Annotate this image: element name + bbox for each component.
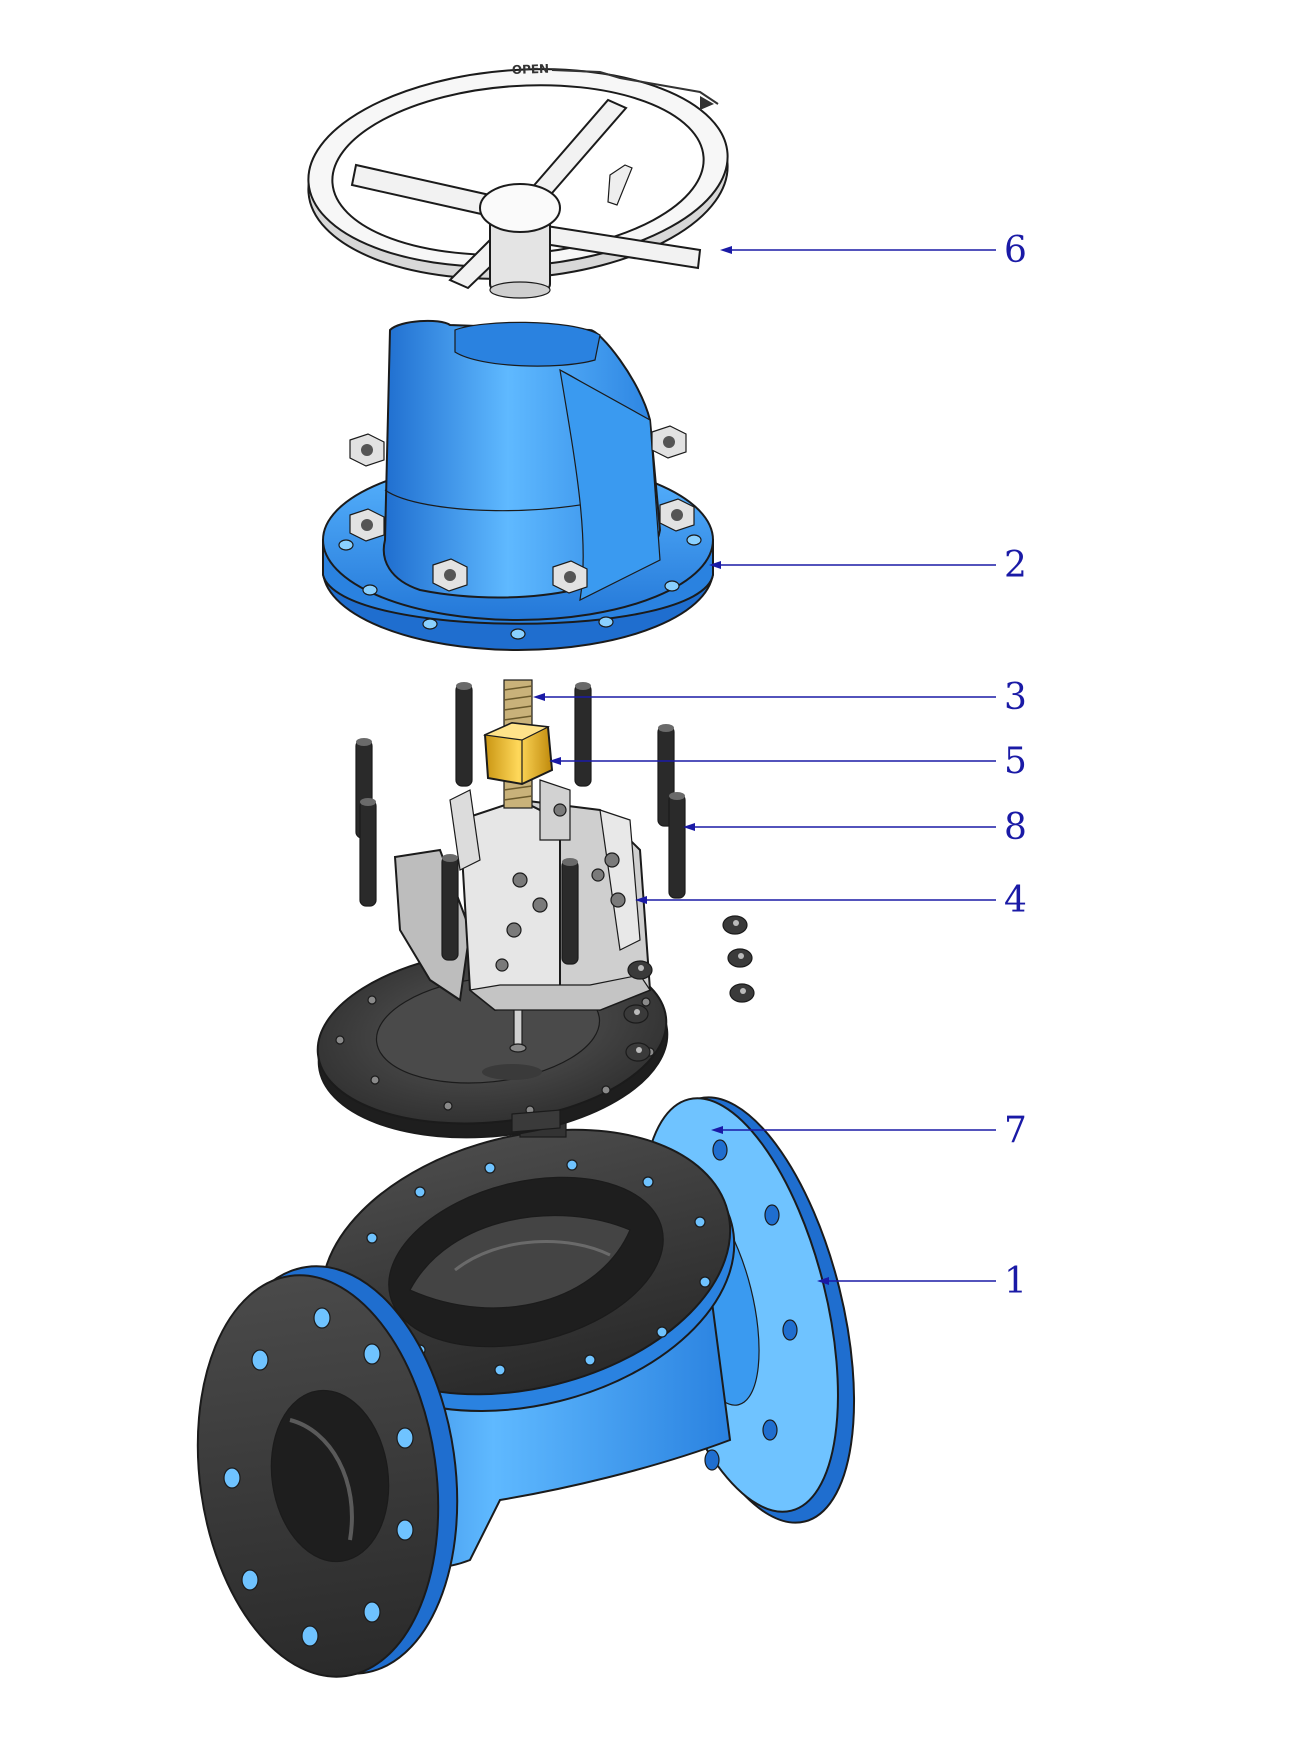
callouts: 6 2 3 5 8 4 7 <box>533 230 1027 1302</box>
screw <box>627 960 653 980</box>
handwheel-open-text: OPEN <box>512 62 550 77</box>
hex-nut <box>349 433 385 467</box>
callout-2: 2 <box>709 545 1027 586</box>
callout-number: 4 <box>1004 880 1027 921</box>
callout-8: 8 <box>683 807 1027 848</box>
hex-nut <box>552 560 588 594</box>
compressor <box>393 779 652 1012</box>
screw <box>727 948 753 968</box>
nut <box>482 721 554 786</box>
studs <box>355 682 686 965</box>
callout-number: 3 <box>1004 677 1027 718</box>
screw <box>722 915 748 935</box>
screw <box>623 1004 649 1024</box>
bonnet <box>322 319 714 651</box>
callout-6: 6 <box>720 230 1027 271</box>
callout-5: 5 <box>549 741 1027 782</box>
valve-body-left-flange <box>196 1265 459 1678</box>
hex-nut <box>659 498 695 532</box>
stud <box>441 854 459 961</box>
screws <box>623 915 755 1062</box>
callout-1: 1 <box>817 1261 1027 1302</box>
callout-number: 7 <box>1004 1110 1027 1151</box>
hex-nut <box>432 558 468 592</box>
callout-4: 4 <box>635 880 1027 921</box>
hex-nut <box>349 508 385 542</box>
callout-number: 6 <box>1004 230 1027 271</box>
callout-7: 7 <box>711 1110 1027 1151</box>
valve-body-top-flange <box>320 1116 736 1412</box>
callout-3: 3 <box>533 677 1027 718</box>
callout-number: 2 <box>1004 545 1027 586</box>
stud <box>455 682 473 787</box>
stud <box>668 792 686 899</box>
stud <box>359 798 377 907</box>
screw <box>625 1042 651 1062</box>
valve-body <box>196 1096 856 1678</box>
bonnet-nuts <box>349 425 695 594</box>
hex-nut <box>651 425 687 459</box>
callout-number: 8 <box>1004 807 1027 848</box>
screw <box>729 983 755 1003</box>
handwheel: OPEN <box>307 62 729 299</box>
stud <box>561 858 579 965</box>
callout-number: 5 <box>1004 741 1027 782</box>
callout-number: 1 <box>1004 1261 1027 1302</box>
